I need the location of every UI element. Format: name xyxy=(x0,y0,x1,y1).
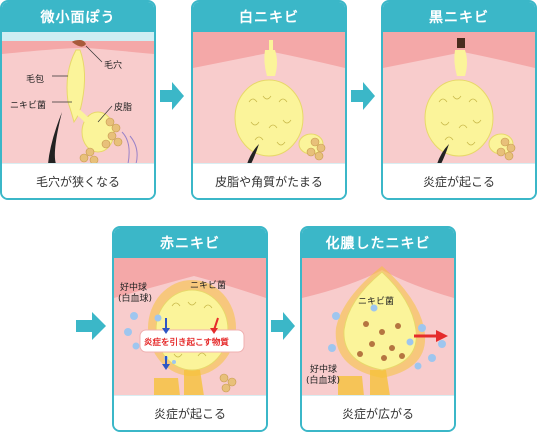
stage-5-illustration xyxy=(302,258,454,396)
label-neutrophil-line2: (白血球) xyxy=(118,294,153,304)
stage-caption: 炎症が起こる xyxy=(114,395,266,430)
label-bacteria: ニキビ菌 xyxy=(358,297,395,307)
stage-title: 化膿したニキビ xyxy=(302,228,454,258)
label-follicle: 毛包 xyxy=(26,75,45,85)
stage-title: 白ニキビ xyxy=(193,2,345,32)
stage-title: 微小面ぽう xyxy=(2,2,154,32)
stage-card-2: 白ニキビ 皮脂や角質がたまる xyxy=(191,0,347,200)
stage-1-illustration xyxy=(2,32,154,164)
stage-3-illustration xyxy=(383,32,535,164)
stage-4-illustration xyxy=(114,258,266,396)
stage-card-1: 微小面ぽう 毛穴 毛包 ニキビ菌 皮脂 毛穴が狭くなる xyxy=(0,0,156,200)
arrow-right-icon xyxy=(351,82,375,110)
stage-caption: 毛穴が狭くなる xyxy=(2,163,154,198)
stage-2-illustration xyxy=(193,32,345,164)
stage-title: 赤ニキビ xyxy=(114,228,266,258)
label-neutrophil-line1: 好中球 xyxy=(120,283,148,293)
label-neutrophil-line1: 好中球 xyxy=(310,365,338,375)
stage-caption: 炎症が広がる xyxy=(302,395,454,430)
stage-card-3: 黒ニキビ 炎症が起こる xyxy=(381,0,537,200)
stage-title: 黒ニキビ xyxy=(383,2,535,32)
stage-card-4: 赤ニキビ 好中球 (白血球) ニキビ菌 炎症を引き起こす物質 炎症が起こる xyxy=(112,226,268,432)
label-sebum: 皮脂 xyxy=(114,103,133,113)
label-bacteria: ニキビ菌 xyxy=(10,101,47,111)
label-neutrophil-line2: (白血球) xyxy=(306,376,341,386)
stage-caption: 炎症が起こる xyxy=(383,163,535,198)
stage-card-5: 化膿したニキビ ニキビ菌 好中球 (白血球) 炎症が広がる xyxy=(300,226,456,432)
arrow-right-icon xyxy=(160,82,184,110)
arrow-right-icon xyxy=(271,312,295,340)
label-bacteria: ニキビ菌 xyxy=(190,281,227,291)
label-inflammatory-substance: 炎症を引き起こす物質 xyxy=(144,338,229,348)
arrow-right-icon xyxy=(76,312,106,340)
label-pore: 毛穴 xyxy=(104,61,123,71)
stage-caption: 皮脂や角質がたまる xyxy=(193,163,345,198)
